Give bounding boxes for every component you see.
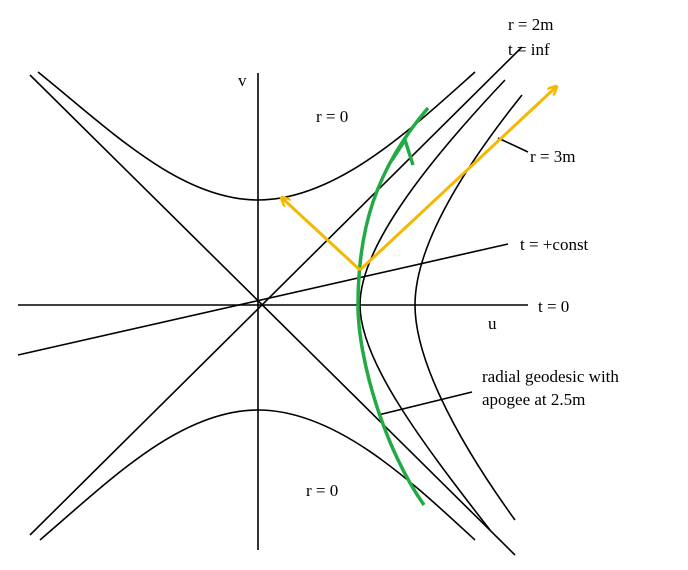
singularity-curve-top [37, 71, 476, 201]
v-axis-label: v [238, 71, 247, 90]
hyperbola-inner [359, 79, 506, 531]
geodesic-arrowhead [390, 135, 415, 166]
radial-geodesic-curve [356, 106, 430, 507]
u-axis-label: u [488, 314, 497, 333]
geodesic-label-line1: radial geodesic with [482, 367, 619, 386]
r-0-top-label: r = 0 [316, 107, 348, 126]
t-zero-label: t = 0 [538, 297, 569, 316]
light-ray-right [358, 87, 556, 272]
r-3m-leader [497, 137, 529, 153]
light-ray-left [282, 198, 362, 272]
t-const-label: t = +const [520, 235, 589, 254]
r-2m-label: r = 2m [508, 15, 553, 34]
r-3m-label: r = 3m [530, 147, 575, 166]
horizon-line-rising [29, 46, 523, 536]
geodesic-label-line2: apogee at 2.5m [482, 390, 585, 409]
t-inf-label: t = inf [508, 40, 550, 59]
r-3m-curve [414, 94, 523, 521]
t-const-line [17, 243, 509, 356]
r-0-bottom-label: r = 0 [306, 481, 338, 500]
horizon-line-falling [29, 74, 516, 556]
geodesic-leader [377, 391, 473, 416]
